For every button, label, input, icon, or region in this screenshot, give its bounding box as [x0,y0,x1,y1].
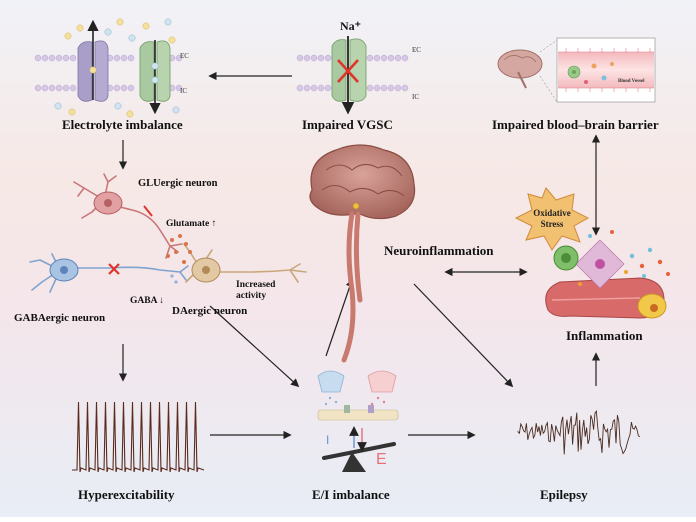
inflammation-illustration: Oxidative Stress [514,187,670,319]
k-ion [64,32,72,40]
arrow-neuroinflammation-to-epilepsy [413,283,514,388]
oxidative-label: Oxidative [533,208,571,218]
hyperexcitability-label: Hyperexcitability [78,487,175,502]
inflammation-label: Inflammation [566,328,643,343]
arrow-neurons-to-ei [209,305,300,388]
gluergic-neuron-label: GLUergic neuron [138,178,218,189]
increased-label: Increased [236,280,276,290]
epilepsy-label: Epilepsy [540,487,588,502]
neuron-network [29,173,307,293]
oxidative-stress-burst: Oxidative Stress [514,187,590,251]
gabaergic-neuron-label: GABAergic neuron [14,312,106,324]
arrow-ei-to-neuroinflammation [325,278,354,357]
ic-label-left: IC [180,87,187,95]
inhibition-label: I [326,433,329,447]
ion-channel-green [139,41,155,102]
brain-illustration [309,144,416,363]
ec-label-center: EC [412,46,421,54]
impaired-vgsc-label: Impaired VGSC [302,117,393,132]
scale-fulcrum [342,452,366,472]
stress-label: Stress [541,219,564,229]
neuroinflammation-label: Neuroinflammation [384,243,494,258]
excitation-label: E [376,451,387,468]
activity-label: activity [236,291,267,301]
blood-vessel-label: Blood Vessel [618,79,645,84]
ei-imbalance-label: E/I imbalance [312,487,390,502]
epilepsy-eeg-trace [517,409,641,455]
daergic-neuron-label: DAergic neuron [172,305,248,317]
vgsc-illustration: Na⁺ EC IC [296,19,421,115]
ic-label-center: IC [412,93,419,101]
electrolyte-imbalance-label: Electrolyte imbalance [62,117,183,132]
ion-channel-purple [77,41,93,102]
glutamate-label: Glutamate ↑ [166,219,217,229]
bbb-illustration: Blood Vessel [497,37,656,103]
na-label: Na⁺ [340,19,361,33]
ei-balance-illustration: I E [317,370,399,472]
gaba-decrease-label: GABA ↓ [130,296,165,306]
hyperexcitability-trace [72,401,205,473]
ec-label-left: EC [180,52,189,60]
impaired-bbb-label: Impaired blood–brain barrier [492,117,659,132]
electrolyte-membrane-illustration: EC IC [34,18,189,118]
